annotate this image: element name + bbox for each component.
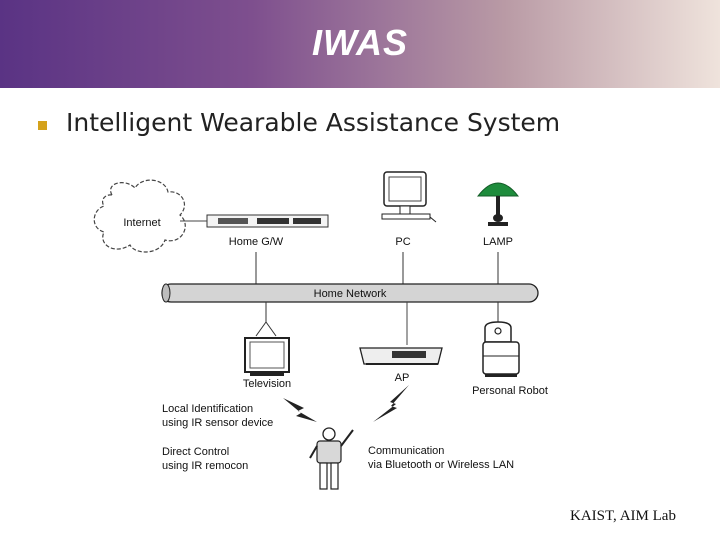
pc-label: PC	[395, 236, 410, 248]
television-icon	[244, 337, 290, 376]
home-gateway-icon	[180, 214, 329, 228]
title-banner	[0, 0, 720, 88]
television-label: Television	[243, 378, 291, 390]
direct-control-line-2: using IR remocon	[162, 460, 248, 472]
personal-robot-label: Personal Robot	[472, 385, 548, 397]
communication-text: Communication via Bluetooth or Wireless …	[368, 445, 514, 471]
footer-credit: KAIST, AIM Lab	[570, 508, 676, 524]
lamp-icon	[476, 182, 520, 226]
lamp-label: LAMP	[483, 236, 513, 248]
local-identification-text: Local Identification using IR sensor dev…	[162, 403, 273, 429]
internet-label: Internet	[123, 217, 160, 229]
pc-icon	[381, 171, 437, 223]
slide-subtitle: Intelligent Wearable Assistance System	[66, 108, 561, 137]
access-point-icon	[359, 347, 443, 365]
local-identification-line-2: using IR sensor device	[162, 417, 273, 429]
local-identification-line-1: Local Identification	[162, 403, 253, 415]
internet-cloud-icon: Internet	[93, 179, 186, 253]
ap-label: AP	[395, 372, 410, 384]
direct-control-line-1: Direct Control	[162, 446, 229, 458]
lightning-bolt-icon	[283, 398, 317, 422]
personal-robot-icon	[482, 321, 520, 377]
lightning-bolt-icon	[373, 385, 409, 422]
direct-control-text: Direct Control using IR remocon	[162, 446, 248, 472]
network-drops	[255, 302, 499, 345]
home-gw-label: Home G/W	[229, 236, 284, 248]
communication-line-1: Communication	[368, 445, 444, 457]
home-network-label: Home Network	[314, 288, 387, 300]
communication-line-2: via Bluetooth or Wireless LAN	[368, 459, 514, 471]
slide-title: IWAS	[311, 22, 408, 63]
bullet-icon	[38, 121, 47, 130]
home-network-pipe: Home Network	[161, 283, 539, 303]
user-figure-icon	[309, 427, 354, 490]
